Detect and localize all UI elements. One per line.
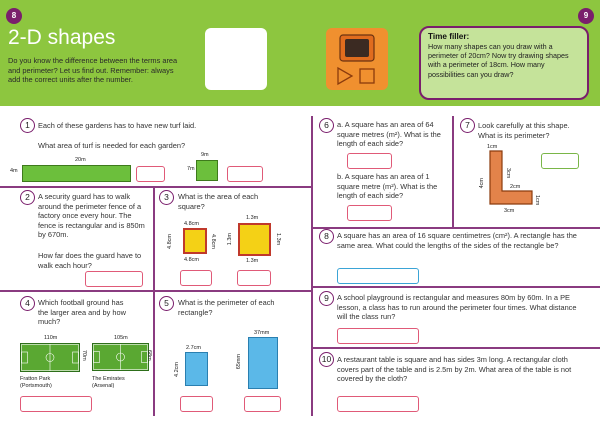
dimension-label: 7m (187, 166, 195, 172)
question-number: 3 (159, 190, 174, 205)
dimension-label: 4cm (479, 178, 485, 189)
time-filler-text: How many shapes can you draw with a peri… (428, 42, 569, 79)
rectangle-shape (248, 337, 278, 389)
answer-box[interactable] (180, 270, 212, 286)
question-text: a. A square has an area of 64 square met… (337, 120, 441, 149)
dimension-label: 20m (75, 157, 86, 163)
question-number: 9 (319, 291, 334, 306)
divider-line (452, 116, 454, 227)
dimension-label: 4.8cm (167, 234, 173, 249)
time-filler-title: Time filler: (428, 32, 470, 41)
answer-box[interactable] (180, 396, 213, 412)
dimension-label: 105m (114, 335, 128, 341)
question-text: Look carefully at this shape. What is it… (478, 121, 570, 140)
ground-place: (Portsmouth) (20, 383, 52, 389)
dimension-label: 9m (201, 152, 209, 158)
shapes-card-image (326, 28, 388, 90)
question-text: What is the perimeter of each rectangle? (178, 298, 275, 317)
ground-place: (Arsenal) (92, 383, 115, 389)
answer-box[interactable] (541, 153, 579, 169)
question-text: A school playground is rectangular and m… (337, 293, 577, 322)
answer-box[interactable] (347, 205, 392, 221)
dimension-label: 4.8cm (184, 257, 199, 263)
divider-line (311, 227, 600, 229)
answer-box[interactable] (136, 166, 165, 182)
question-text: A square has an area of 16 square centim… (337, 231, 577, 250)
question-number: 7 (460, 118, 475, 133)
dimension-label: 68m (146, 350, 152, 361)
page-divider (311, 116, 313, 416)
l-shape (489, 150, 533, 205)
dimension-label: 1.3m (246, 215, 259, 221)
dimension-label: 70m (81, 350, 87, 361)
divider-line (0, 290, 311, 292)
answer-box[interactable] (20, 396, 92, 412)
left-page-number: 8 (6, 8, 22, 24)
question-subtext: What area of turf is needed for each gar… (38, 141, 186, 150)
dimension-label: 3cm (505, 168, 511, 179)
dimension-label: 1cm (487, 144, 498, 150)
question-text: A restaurant table is square and has sid… (337, 355, 572, 384)
intro-text: Do you know the difference between the t… (8, 56, 178, 84)
dimension-label: 4.8cm (184, 221, 199, 227)
dimension-label: 1.3m (246, 258, 259, 264)
question-text: A security guard has to walk around the … (38, 192, 145, 240)
answer-box[interactable] (227, 166, 263, 182)
square-shape (183, 228, 207, 254)
divider-line (311, 286, 600, 288)
dimension-label: 37mm (254, 330, 270, 336)
dimension-label: 1cm (534, 195, 540, 206)
answer-box[interactable] (337, 268, 419, 284)
answer-box[interactable] (237, 270, 271, 286)
time-filler-box: Time filler: How many shapes can you dra… (419, 26, 589, 100)
question-text: Each of these gardens has to have new tu… (38, 121, 197, 130)
page-title: 2-D shapes (8, 26, 116, 49)
question-number: 2 (20, 190, 35, 205)
question-subtext: How far does the guard have to walk each… (38, 251, 142, 270)
right-page-number: 9 (578, 8, 594, 24)
football-pitch (20, 343, 80, 372)
answer-box[interactable] (337, 396, 419, 412)
answer-box[interactable] (337, 328, 419, 344)
dimension-label: 2cm (510, 184, 521, 190)
blank-card (205, 28, 267, 90)
answer-box[interactable] (244, 396, 281, 412)
question-number: 5 (159, 296, 174, 311)
header-band: 8 9 2-D shapes Do you know the differenc… (0, 0, 600, 106)
dimension-label: 1.3m (227, 233, 233, 246)
question-number: 8 (319, 229, 334, 244)
square-shape (238, 223, 271, 256)
answer-box[interactable] (85, 271, 143, 287)
dimension-label: 3cm (504, 208, 515, 214)
question-text: Which football ground has the larger are… (38, 298, 126, 327)
football-pitch (92, 343, 149, 371)
ground-name: Fratton Park (20, 376, 51, 382)
ground-name: The Emirates (92, 376, 125, 382)
dimension-label: 4.8cm (210, 234, 216, 249)
dimension-label: 1.3m (275, 233, 281, 246)
question-number: 1 (20, 118, 35, 133)
dimension-label: 65mm (236, 354, 242, 370)
dimension-label: 110m (44, 335, 58, 341)
divider-line (0, 186, 311, 188)
dimension-label: 2.7cm (186, 345, 201, 351)
question-number: 6 (319, 118, 334, 133)
garden-rectangle (22, 165, 131, 182)
rectangle-shape (185, 352, 208, 386)
dimension-label: 4.2cm (174, 362, 180, 377)
answer-box[interactable] (347, 153, 392, 169)
question-number: 4 (20, 296, 35, 311)
question-subtext: b. A square has an area of 1 square metr… (337, 172, 438, 201)
garden-rectangle (196, 160, 218, 181)
question-text: What is the area of each square? (178, 192, 259, 211)
dimension-label: 4m (10, 168, 18, 174)
divider-line (311, 347, 600, 349)
question-number: 10 (319, 352, 334, 367)
divider-line (153, 186, 155, 416)
